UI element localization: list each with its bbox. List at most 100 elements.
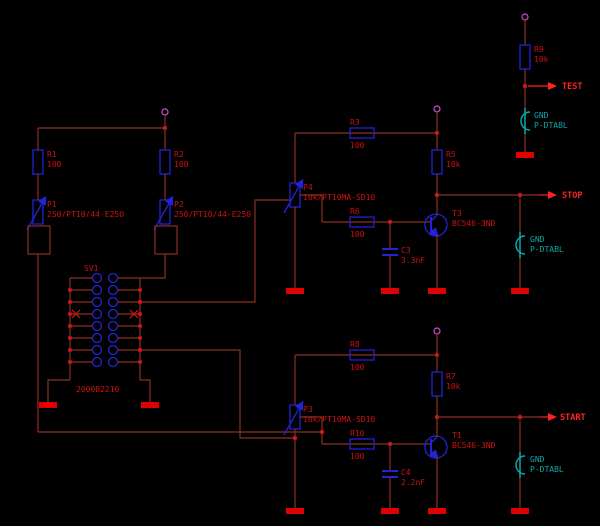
net-connector-to-start-pot [140,349,295,439]
gnd-start-name: GND [530,455,545,464]
p2-value: 250/PT10/44-E250 [174,210,251,219]
r10-value: 100 [350,452,365,461]
r8-value: 100 [350,363,365,372]
tab-terminal-start[interactable]: GND P-DTABL [515,417,564,508]
p4-name: P4 [303,183,313,192]
gnd-stop-name: GND [530,235,545,244]
r6-value: 100 [350,230,365,239]
r1-value: 100 [47,160,62,169]
junction-dot [137,299,143,305]
gnd-stop-value: P-DTABL [530,245,564,254]
p2-name: P2 [174,200,184,209]
c4-name: C4 [401,468,411,477]
r3-name: R3 [350,118,360,127]
power-pin-icon[interactable] [433,327,441,335]
power-pin-icon[interactable] [433,105,441,113]
stop-label: STOP [562,191,582,201]
r5-value: 10k [446,160,461,169]
r9-value: 10k [534,55,549,64]
ground-symbol [511,288,529,294]
net-p2-to-connector [140,254,166,279]
resistor-R7[interactable]: R7 10k [431,355,461,417]
ground-symbol [516,152,534,158]
no-connect-x-icon [71,309,139,319]
gnd-test-value: P-DTABL [534,121,568,130]
p3-value: 10k/PT10MA-SD10 [303,415,375,424]
net-connector-to-stop-pot [140,199,290,303]
connector-leads [70,277,140,363]
p1-wiper-loop [27,225,51,255]
r7-name: R7 [446,372,456,381]
connector-pins [91,272,119,368]
p3-wiper-net [300,416,323,444]
start-block: R8 100 P3 10k/PT10MA-SD10 R10 100 C4 2.2… [283,327,586,514]
ground-symbol [428,508,446,514]
ground-symbol [286,508,304,514]
resistor-R5[interactable]: R5 10k [431,133,461,195]
connector-SV1[interactable]: SV1 [68,264,142,394]
capacitor-C4[interactable]: C4 2.2nF [382,444,425,508]
resistor-R10[interactable]: R10 100 [349,429,375,461]
sv1-name: SV1 [84,264,99,273]
sv1-value: 2000B2210 [76,385,120,394]
potentiometer-P1[interactable]: P1 250/PT10/44-E250 [26,195,124,255]
r5-name: R5 [446,150,456,159]
ground-symbol [381,288,399,294]
c4-value: 2.2nF [401,478,425,487]
ground-symbol [381,508,399,514]
r7-value: 10k [446,382,461,391]
r2-name: R2 [174,150,184,159]
potentiometer-P2[interactable]: P2 250/PT10/44-E250 [153,195,251,255]
resistor-R3[interactable]: R3 100 [349,118,375,150]
ground-symbol [39,402,57,408]
r10-name: R10 [350,429,365,438]
c3-name: C3 [401,246,411,255]
test-arrow-icon [548,82,557,90]
r8-name: R8 [350,340,360,349]
resistor-R9[interactable]: R9 10k [519,44,549,70]
potentiometer-P4[interactable]: P4 10k/PT10MA-SD10 [283,178,375,214]
capacitor-C3[interactable]: C3 3.3nF [382,222,425,288]
junction-dot [292,435,298,441]
power-pin-icon[interactable] [161,108,169,116]
t3-name: T3 [452,209,462,218]
junction-dot [137,347,143,353]
t3-value: BC546-3ND [452,219,496,228]
p3-name: P3 [303,405,313,414]
t1-value: BC546-3ND [452,441,496,450]
stop-arrow-icon [548,191,557,199]
resistor-R6[interactable]: R6 100 [349,207,375,239]
gnd-test-name: GND [534,111,549,120]
p4-value: 10k/PT10MA-SD10 [303,193,375,202]
p2-wiper-loop [154,225,178,255]
resistor-R1[interactable]: R1 100 [32,128,62,200]
r1-name: R1 [47,150,57,159]
junction-dot [522,83,528,89]
resistor-R8[interactable]: R8 100 [349,340,375,372]
p1-value: 250/PT10/44-E250 [47,210,124,219]
junction-dot [319,429,325,435]
test-label: TEST [562,82,582,92]
r2-value: 100 [174,160,189,169]
ground-symbol [141,402,159,408]
start-arrow-icon [548,413,557,421]
transistor-T1[interactable]: T1 BC546-3ND [424,431,496,459]
connector-grounds [39,379,159,408]
ground-symbol [428,288,446,294]
tab-terminal-test[interactable]: GND P-DTABL [520,108,568,134]
left-supply-rail [38,108,169,131]
c3-value: 3.3nF [401,256,425,265]
gnd-start-value: P-DTABL [530,465,564,474]
tab-terminal-stop[interactable]: GND P-DTABL [515,195,564,288]
p1-name: P1 [47,200,57,209]
resistor-R2[interactable]: R2 100 [159,128,189,200]
r6-name: R6 [350,207,360,216]
t1-name: T1 [452,431,462,440]
power-pin-icon[interactable] [521,13,529,21]
transistor-T3[interactable]: T3 BC546-3ND [424,209,496,237]
p4-wiper-net [300,194,323,222]
stop-block: R3 100 P4 10k/PT10MA-SD10 R6 100 C3 3.3n… [283,105,582,294]
start-label: START [560,413,586,423]
